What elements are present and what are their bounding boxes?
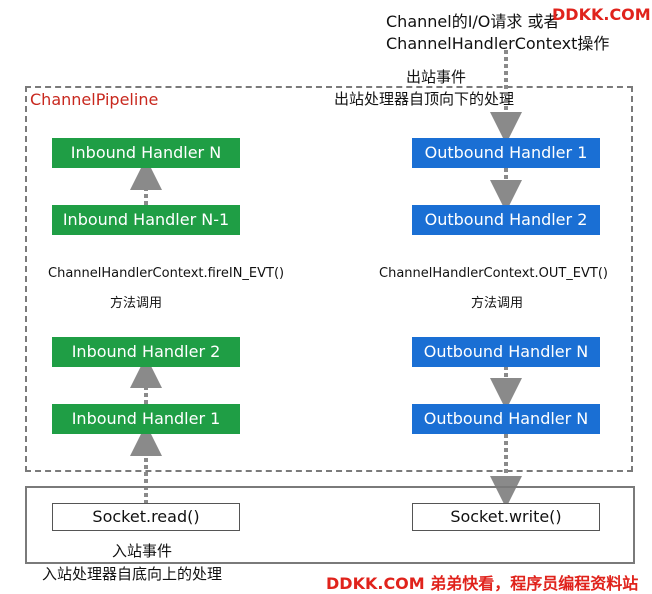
top-caption-line2: ChannelHandlerContext操作 xyxy=(386,34,610,53)
outbound-method-call: 方法调用 xyxy=(471,296,524,311)
inbound-context-call: ChannelHandlerContext.fireIN_EVT() xyxy=(48,266,285,281)
outbound-event-desc: 出站处理器自顶向下的处理 xyxy=(334,90,515,108)
top-caption-line1: Channel的I/O请求 或者 xyxy=(386,12,560,31)
outbound-handler-2: Outbound Handler 2 xyxy=(412,205,600,235)
channel-pipeline-box xyxy=(25,86,633,472)
inbound-method-call: 方法调用 xyxy=(110,296,163,311)
watermark-top: DDKK.COM xyxy=(552,5,651,24)
watermark-bottom: DDKK.COM 弟弟快看，程序员编程资料站 xyxy=(326,574,639,593)
outbound-handler-n-upper: Outbound Handler N xyxy=(412,337,600,367)
inbound-event-title: 入站事件 xyxy=(112,542,173,560)
outbound-context-call: ChannelHandlerContext.OUT_EVT() xyxy=(379,266,608,281)
inbound-handler-2: Inbound Handler 2 xyxy=(52,337,240,367)
inbound-event-desc: 入站处理器自底向上的处理 xyxy=(42,565,223,583)
inbound-handler-n: Inbound Handler N xyxy=(52,138,240,168)
inbound-handler-1: Inbound Handler 1 xyxy=(52,404,240,434)
outbound-handler-n-lower: Outbound Handler N xyxy=(412,404,600,434)
socket-read: Socket.read() xyxy=(52,503,240,531)
outbound-event-title: 出站事件 xyxy=(406,68,467,86)
socket-write: Socket.write() xyxy=(412,503,600,531)
inbound-handler-n-1: Inbound Handler N-1 xyxy=(52,205,240,235)
pipeline-title: ChannelPipeline xyxy=(30,90,159,109)
outbound-handler-1: Outbound Handler 1 xyxy=(412,138,600,168)
socket-box xyxy=(25,486,635,564)
